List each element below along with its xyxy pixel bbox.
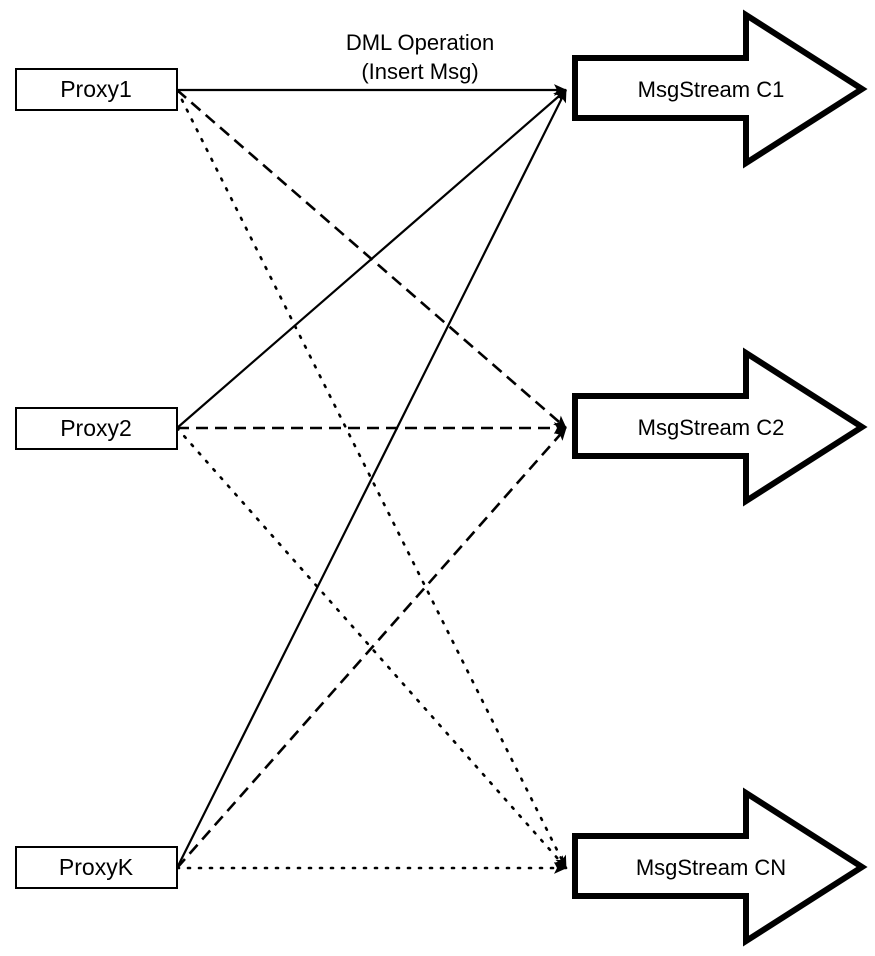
edge-caption-line2: (Insert Msg) <box>361 59 478 84</box>
msgstream-node-c1[interactable]: MsgStream C1 <box>572 9 868 169</box>
proxy-label: ProxyK <box>59 854 134 880</box>
msgstream-node-cn[interactable]: MsgStream CN <box>572 787 868 947</box>
edge-caption-line1: DML Operation <box>346 30 494 55</box>
proxy-node-proxyk[interactable]: ProxyK <box>15 846 178 889</box>
msgstream-label: MsgStream CN <box>636 855 786 880</box>
proxy-label: Proxy1 <box>60 76 132 102</box>
proxy-box <box>15 846 178 889</box>
block-arrow-shape <box>572 9 868 169</box>
link-proxy1-stream-cn[interactable] <box>175 88 568 870</box>
edge-caption-dml-operation: DML Operation (Insert Msg) <box>346 30 494 84</box>
msgstream-label: MsgStream C1 <box>638 77 785 102</box>
link-proxy2-stream-c1[interactable] <box>176 89 567 429</box>
proxy-box <box>15 407 178 450</box>
proxy-box <box>15 68 178 111</box>
proxy-label: Proxy2 <box>60 415 132 441</box>
link-proxy2-stream-cn[interactable] <box>175 426 568 870</box>
proxy-node-proxy1[interactable]: Proxy1 <box>15 68 178 111</box>
block-arrow-shape <box>572 347 868 507</box>
block-arrow-shape <box>572 787 868 947</box>
msgstream-label: MsgStream C2 <box>638 415 785 440</box>
msgstream-node-c2[interactable]: MsgStream C2 <box>572 347 868 507</box>
link-proxyk-stream-c1[interactable] <box>176 89 567 869</box>
link-layer <box>175 84 568 874</box>
proxy-node-proxy2[interactable]: Proxy2 <box>15 407 178 450</box>
link-proxyk-stream-c2[interactable] <box>176 427 567 869</box>
